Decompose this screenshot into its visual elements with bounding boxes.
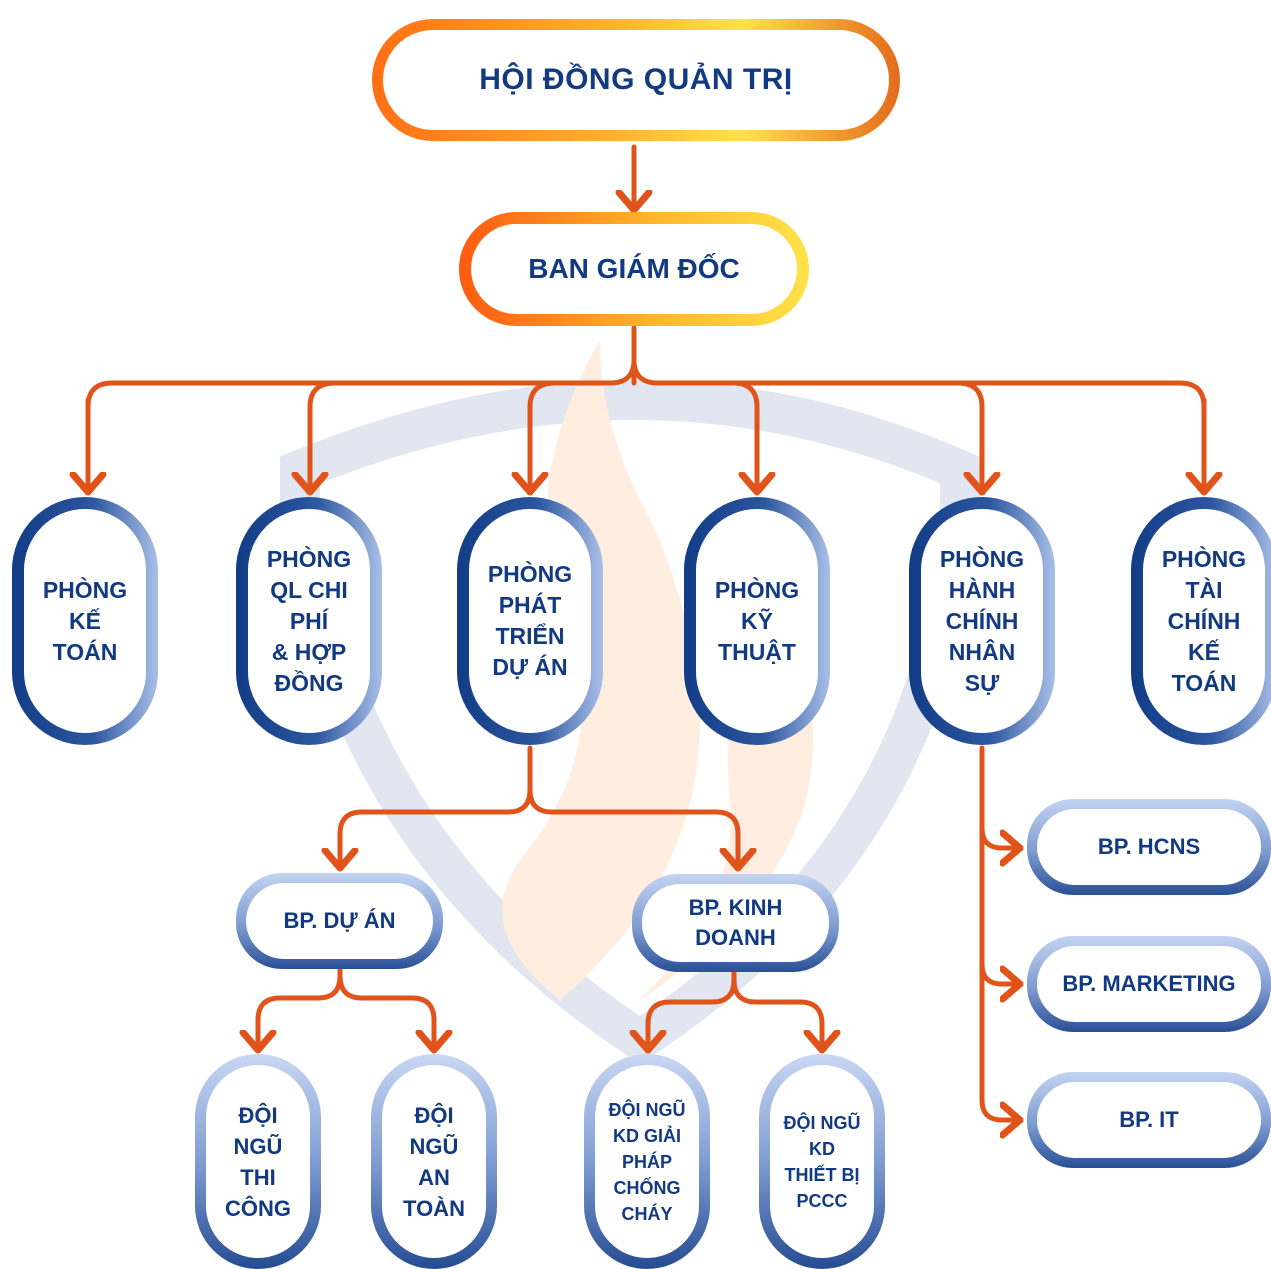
team-construction: ĐỘI NGŨ THI CÔNG xyxy=(195,1054,321,1269)
dept-finance-accounting: PHÒNG TÀI CHÍNH KẾ TOÁN xyxy=(1131,497,1271,745)
dept-project-development: PHÒNG PHÁT TRIỂN DỰ ÁN xyxy=(457,497,603,745)
dept-line: KỸ xyxy=(741,607,773,634)
team-line: TOÀN xyxy=(403,1195,465,1221)
division-line: BP. MARKETING xyxy=(1062,971,1236,996)
division-line: BP. IT xyxy=(1119,1107,1179,1132)
dept-line: PHÒNG xyxy=(939,545,1025,572)
division-marketing: BP. MARKETING xyxy=(1027,936,1271,1032)
arrow-to-marketing xyxy=(979,961,1020,984)
dept-line: PHÒNG xyxy=(266,545,352,572)
dept-line: HÀNH xyxy=(948,576,1016,603)
dept-line: NHÂN xyxy=(948,638,1016,665)
dept-line: CHÍNH xyxy=(1167,607,1241,634)
dept-technical: PHÒNG KỸ THUẬT xyxy=(684,497,830,745)
dept-line: TRIỂN xyxy=(495,623,565,649)
connector-branch-right xyxy=(631,357,1207,410)
directors-node: BAN GIÁM ĐỐC xyxy=(459,212,809,326)
dept-accounting: PHÒNG KẾ TOÁN xyxy=(12,497,158,745)
team-safety: ĐỘI NGŨ AN TOÀN xyxy=(371,1054,497,1269)
team-line: THI xyxy=(240,1164,276,1190)
connector-business-teams xyxy=(648,965,737,1050)
team-line: AN xyxy=(418,1164,450,1190)
connector-project-teams-right xyxy=(337,973,434,1050)
team-line: ĐỘI xyxy=(414,1102,454,1128)
dept-line: TÀI xyxy=(1185,576,1223,603)
dept-cost-contract: PHÒNG QL CHI PHÍ & HỢP ĐỒNG xyxy=(236,497,382,745)
division-business: BP. KINH DOANH xyxy=(632,874,839,972)
dept-line: QL CHI xyxy=(270,576,348,603)
dept-hr-admin: PHÒNG HÀNH CHÍNH NHÂN SỰ xyxy=(909,497,1055,745)
arrow-to-technical xyxy=(730,380,757,492)
team-line: KD GIẢI xyxy=(612,1125,681,1146)
dept-line: PHÒNG xyxy=(487,561,573,587)
division-line: BP. DỰ ÁN xyxy=(283,908,396,933)
division-hcns: BP. HCNS xyxy=(1027,799,1271,895)
connector-project-dev-split xyxy=(340,745,533,868)
dept-line: DỰ ÁN xyxy=(492,654,568,680)
dept-line: TOÁN xyxy=(52,638,118,665)
dept-line: PHÍ xyxy=(289,607,329,634)
division-line: BP. KINH xyxy=(688,895,783,920)
dept-line: CHÍNH xyxy=(945,607,1019,634)
arrow-to-hr-admin xyxy=(955,380,982,492)
dept-line: KẾ xyxy=(1188,638,1220,665)
team-line: THIẾT BỊ xyxy=(784,1164,860,1185)
dept-line: ĐỒNG xyxy=(274,669,344,696)
connector-project-teams xyxy=(258,957,343,1050)
dept-line: SỰ xyxy=(964,669,1000,696)
dept-line: PHÒNG xyxy=(1161,545,1247,572)
team-line: KD xyxy=(808,1138,835,1159)
team-fire-solutions: ĐỘI NGŨ KD GIẢI PHÁP CHỐNG CHÁY xyxy=(584,1054,710,1269)
team-line: PHÁP xyxy=(621,1151,672,1172)
team-line: ĐỘI NGŨ xyxy=(783,1112,861,1133)
arrow-to-project-dev xyxy=(530,380,558,492)
team-line: NGŨ xyxy=(409,1133,459,1159)
team-line: PCCC xyxy=(796,1190,848,1211)
dept-line: THUẬT xyxy=(718,638,796,665)
dept-line: PHÒNG xyxy=(714,576,800,603)
dept-line: KẾ xyxy=(69,607,101,634)
dept-line: & HỢP xyxy=(271,638,347,665)
team-line: CÔNG xyxy=(225,1195,291,1221)
division-project: BP. DỰ ÁN xyxy=(236,873,443,969)
team-line: ĐỘI xyxy=(238,1102,278,1128)
directors-label: BAN GIÁM ĐỐC xyxy=(528,253,740,284)
division-line: BP. HCNS xyxy=(1097,834,1201,859)
team-line: ĐỘI NGŨ xyxy=(608,1099,686,1120)
team-line: NGŨ xyxy=(233,1133,283,1159)
board-label: HỘI ĐỒNG QUẢN TRỊ xyxy=(479,63,793,96)
connector-branch-left xyxy=(85,357,637,410)
dept-line: PHÒNG xyxy=(42,576,128,603)
arrow-to-hcns xyxy=(979,825,1020,848)
team-line: CHÁY xyxy=(621,1203,673,1224)
team-fire-equipment: ĐỘI NGŨ KD THIẾT BỊ PCCC xyxy=(759,1054,885,1269)
team-line: CHỐNG xyxy=(613,1177,681,1198)
division-line: DOANH xyxy=(695,925,776,950)
connector-hr-trunk xyxy=(979,745,1020,1120)
division-it: BP. IT xyxy=(1027,1072,1271,1168)
dept-line: PHÁT xyxy=(498,592,562,618)
board-node: HỘI ĐỒNG QUẢN TRỊ xyxy=(372,19,900,141)
dept-line: TOÁN xyxy=(1171,669,1237,696)
arrow-to-cost-contract xyxy=(310,380,338,492)
connector-project-dev-split-right xyxy=(527,787,738,868)
connector-business-teams-right xyxy=(731,977,822,1050)
